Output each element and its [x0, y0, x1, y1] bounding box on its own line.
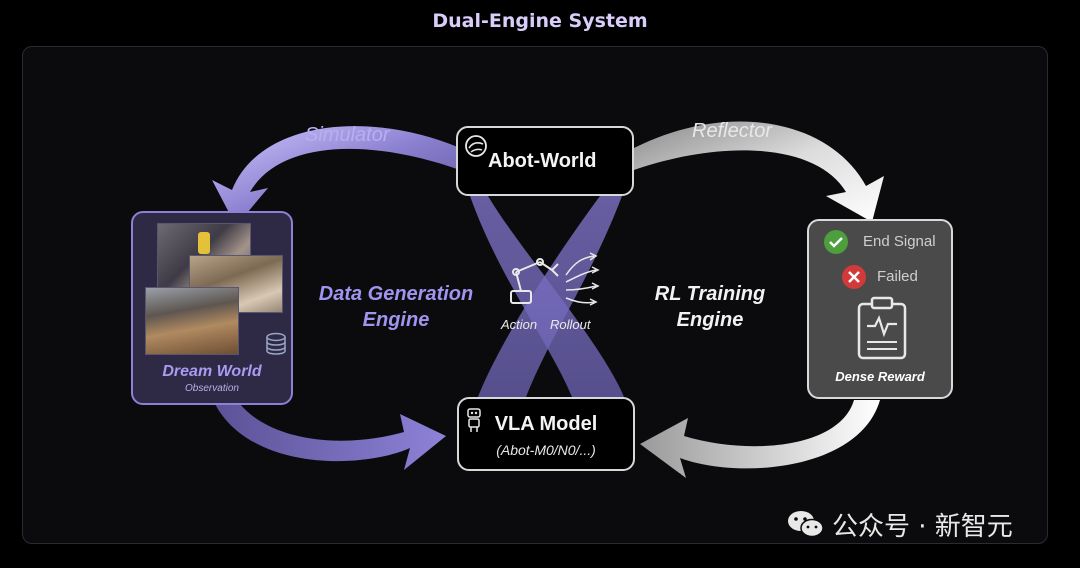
- engine-line: RL Training: [654, 283, 766, 305]
- database-icon: [266, 332, 286, 355]
- engine-line: Data Generation: [318, 283, 474, 305]
- reflector-label: Reflector: [692, 120, 773, 142]
- data-generation-engine: Data Generation Engine: [306, 281, 486, 333]
- rl-training-engine: RL Training Engine: [630, 281, 790, 333]
- dream-world-label: Dream World: [162, 363, 262, 380]
- dense-reward-label: Dense Reward: [835, 369, 925, 384]
- clipboard-chart-icon: [857, 296, 907, 360]
- dream-to-vla-arrow: [215, 404, 446, 470]
- dream-world-sublabel: Observation: [185, 383, 239, 394]
- globe-icon: [465, 135, 487, 157]
- action-label: Action: [501, 317, 538, 332]
- simulator-arrow: [212, 126, 460, 226]
- engine-line: Engine: [676, 309, 744, 331]
- reward-to-vla-arrow: [640, 400, 880, 478]
- robot-icon: [467, 408, 481, 432]
- rollout-arrows: [565, 252, 600, 306]
- rollout-label: Rollout: [550, 317, 591, 332]
- reward-node[interactable]: End Signal Failed Dense Reward: [807, 219, 953, 399]
- failed-label: Failed: [877, 268, 918, 285]
- vla-model-node[interactable]: VLA Model (Abot-M0/N0/...): [457, 397, 635, 471]
- abot-world-label: Abot-World: [488, 150, 597, 172]
- diagram-title: Dual-Engine System: [432, 10, 648, 32]
- robot-arm-icon: [510, 258, 559, 304]
- fail-circle-icon: [842, 265, 866, 289]
- vla-model-sublabel: (Abot-M0/N0/...): [496, 442, 596, 458]
- reflector-arrow: [634, 121, 884, 222]
- check-circle-icon: [824, 230, 848, 254]
- vla-model-label: VLA Model: [494, 413, 598, 435]
- observation-photo-3: [145, 287, 239, 355]
- wechat-icon: [788, 511, 824, 538]
- abot-world-node[interactable]: Abot-World: [456, 126, 634, 196]
- simulator-label: Simulator: [305, 124, 390, 146]
- engine-line: Engine: [362, 309, 430, 331]
- watermark-text: 公众号 · 新智元: [832, 512, 1013, 542]
- cross-band-b: [478, 196, 622, 397]
- dream-world-node[interactable]: Dream World Observation: [131, 211, 293, 405]
- end-signal-label: End Signal: [863, 233, 936, 250]
